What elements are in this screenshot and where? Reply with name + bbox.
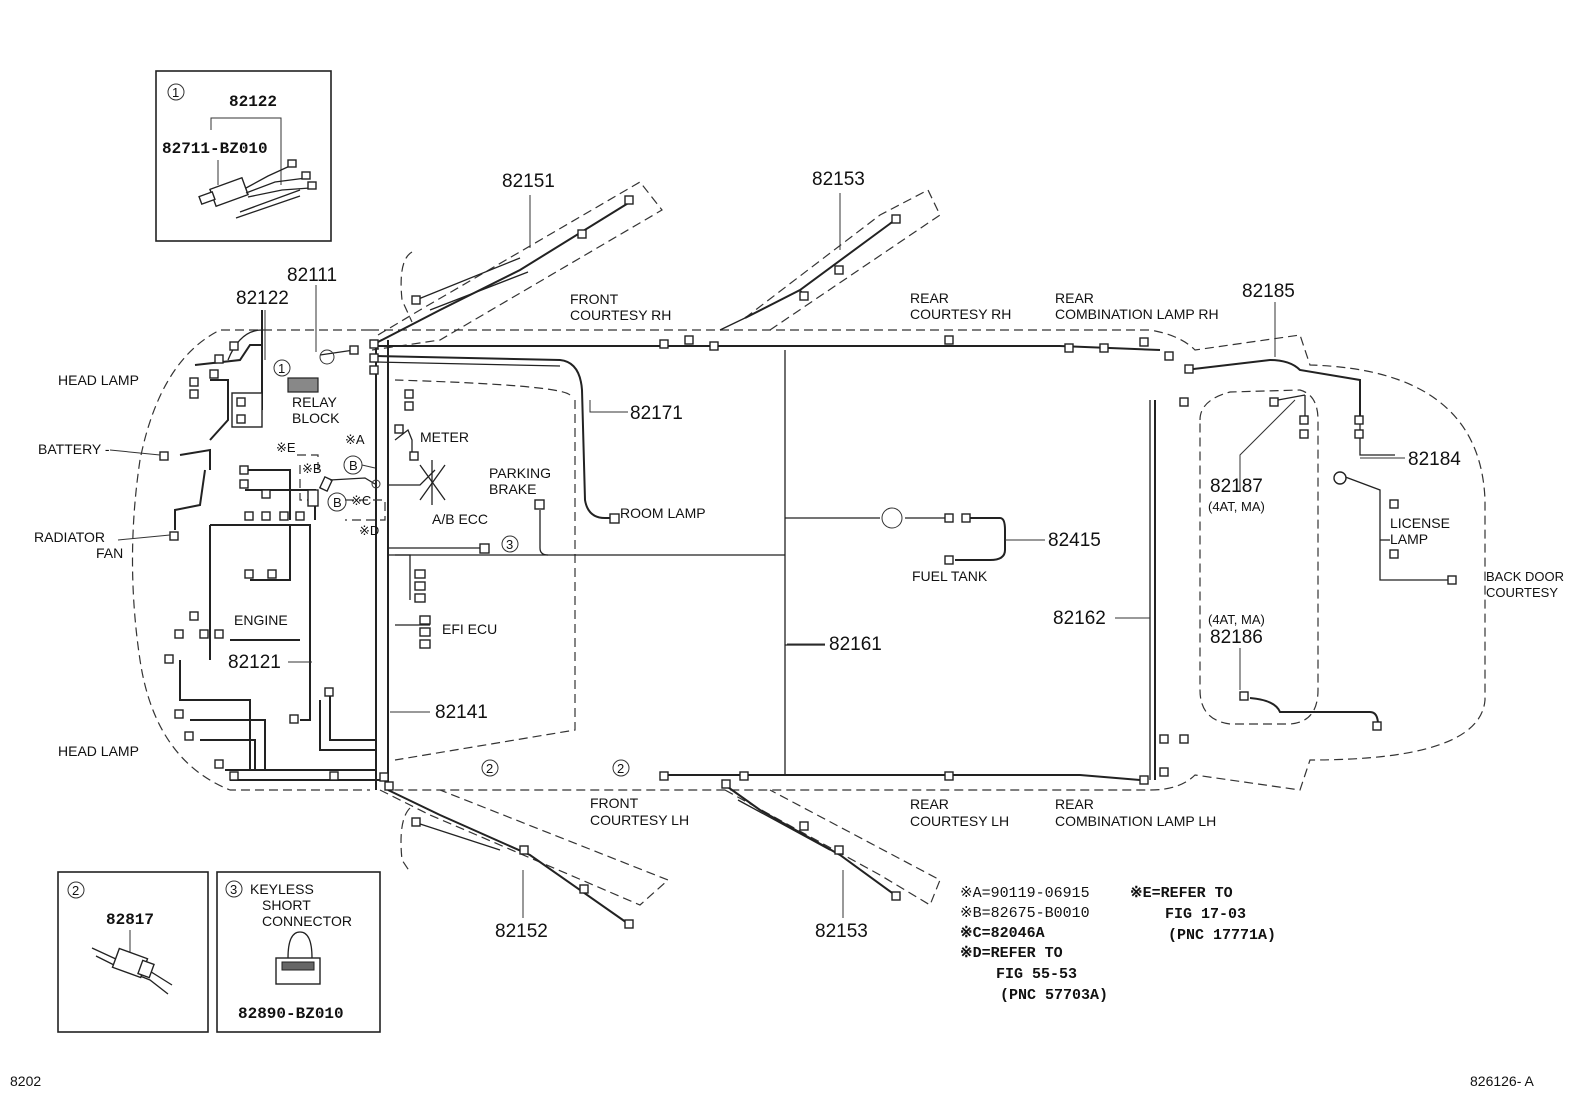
circle-b-top: B [349, 458, 358, 473]
label-radiator-fan-2: FAN [96, 545, 123, 561]
label-meter: METER [420, 429, 469, 445]
label-back-door-1: BACK DOOR [1486, 569, 1564, 584]
label-rear-courtesy-rh-1: REAR [910, 290, 949, 306]
label-rear-comb-lh-1: REAR [1055, 796, 1094, 812]
part-82151: 82151 [502, 171, 555, 192]
inset-2-marker: 2 [72, 883, 79, 898]
inset-1-marker: 1 [172, 85, 179, 100]
label-engine: ENGINE [234, 612, 288, 628]
circle-3-marker: 3 [506, 537, 513, 552]
part-82171: 82171 [630, 403, 683, 424]
circle-1-marker: 1 [278, 361, 285, 376]
note-e-1: ※E=REFER TO [1130, 885, 1233, 902]
part-82184: 82184 [1408, 449, 1461, 470]
inset-1-part-b: 82711-BZ010 [162, 140, 268, 158]
label-license-lamp-2: LAMP [1390, 531, 1428, 547]
label-fuel-tank: FUEL TANK [912, 568, 988, 584]
part-82141: 82141 [435, 702, 488, 723]
vehicle-outline [131, 181, 1486, 906]
harness-wires [174, 201, 1450, 926]
label-rear-courtesy-lh-1: REAR [910, 796, 949, 812]
mark-e: ※E [276, 440, 296, 455]
label-rear-courtesy-lh-2: COURTESY LH [910, 813, 1009, 829]
inset-3-title-2: SHORT [262, 897, 311, 913]
label-license-lamp-1: LICENSE [1390, 515, 1450, 531]
label-radiator-fan-1: RADIATOR [34, 529, 105, 545]
part-82153-bottom: 82153 [815, 921, 868, 942]
component-labels: HEAD LAMP BATTERY - RADIATOR FAN HEAD LA… [34, 290, 1564, 829]
label-head-lamp-bottom: HEAD LAMP [58, 743, 139, 759]
part-82161: 82161 [829, 634, 882, 655]
label-parking-brake-2: BRAKE [489, 481, 536, 497]
note-d-1: ※D=REFER TO [960, 945, 1063, 962]
label-efi-ecu: EFI ECU [442, 621, 497, 637]
figure-code: 826126- A [1470, 1073, 1534, 1089]
circle-2-marker-b: 2 [617, 761, 624, 776]
label-rear-comb-rh-2: COMBINATION LAMP RH [1055, 306, 1219, 322]
inset-2: 2 82817 [57, 871, 209, 1033]
detail-marks: B B 1 3 2 2 [273, 359, 630, 777]
mark-d: ※D [359, 523, 379, 538]
label-4at-ma-bottom: (4AT, MA) [1208, 612, 1265, 627]
part-82121: 82121 [228, 652, 281, 673]
mark-a: ※A [345, 432, 365, 447]
label-room-lamp: ROOM LAMP [620, 505, 706, 521]
mark-c: ※C [351, 493, 371, 508]
inset-2-part: 82817 [106, 911, 154, 929]
figure-ref: 8202 [10, 1073, 41, 1089]
label-front-courtesy-rh-1: FRONT [570, 291, 619, 307]
label-rear-comb-lh-2: COMBINATION LAMP LH [1055, 813, 1216, 829]
label-relay-2: BLOCK [292, 410, 340, 426]
note-d-3: (PNC 57703A) [1000, 987, 1108, 1004]
label-rear-comb-rh-1: REAR [1055, 290, 1094, 306]
label-ab-ecc: A/B ECC [432, 511, 488, 527]
part-82153-top: 82153 [812, 169, 865, 190]
part-82152: 82152 [495, 921, 548, 942]
note-c: ※C=82046A [960, 925, 1045, 942]
label-front-courtesy-lh-2: COURTESY LH [590, 812, 689, 828]
inset-3-title-3: CONNECTOR [262, 913, 352, 929]
part-numbers: 82151 82153 82111 82122 82185 82171 8218… [228, 169, 1461, 942]
inset-3-title-1: KEYLESS [250, 881, 314, 897]
label-4at-ma-top: (4AT, MA) [1208, 499, 1265, 514]
note-b: ※B=82675-B0010 [960, 905, 1090, 922]
part-82122: 82122 [236, 288, 289, 309]
note-e-2: FIG 17-03 [1165, 906, 1246, 923]
label-back-door-2: COURTESY [1486, 585, 1558, 600]
note-d-2: FIG 55-53 [996, 966, 1077, 983]
circle-2-marker-a: 2 [486, 761, 493, 776]
label-relay-1: RELAY [292, 394, 338, 410]
label-rear-courtesy-rh-2: COURTESY RH [910, 306, 1011, 322]
circle-b-bottom: B [333, 495, 342, 510]
part-82162: 82162 [1053, 608, 1106, 629]
inset-3-part: 82890-BZ010 [238, 1005, 344, 1023]
part-82185: 82185 [1242, 281, 1295, 302]
note-e-3: (PNC 17771A) [1168, 927, 1276, 944]
footnotes: ※A=90119-06915 ※B=82675-B0010 ※C=82046A … [960, 885, 1276, 1004]
part-82186: 82186 [1210, 627, 1263, 648]
part-82187: 82187 [1210, 476, 1263, 497]
part-82111: 82111 [287, 265, 337, 286]
label-battery: BATTERY - [38, 441, 110, 457]
inset-3-marker: 3 [230, 882, 237, 897]
inset-1: 1 82122 82711-BZ010 [155, 70, 332, 242]
mark-b: ※B [302, 461, 322, 476]
note-a: ※A=90119-06915 [960, 885, 1090, 902]
inset-1-part-a: 82122 [229, 93, 277, 111]
label-head-lamp-top: HEAD LAMP [58, 372, 139, 388]
label-front-courtesy-lh-1: FRONT [590, 795, 639, 811]
part-82415: 82415 [1048, 530, 1101, 551]
connectors [159, 195, 1457, 929]
inset-3: 3 KEYLESS SHORT CONNECTOR 82890-BZ010 [216, 871, 381, 1033]
label-front-courtesy-rh-2: COURTESY RH [570, 307, 671, 323]
leader-lines [109, 193, 1405, 918]
label-parking-brake-1: PARKING [489, 465, 551, 481]
